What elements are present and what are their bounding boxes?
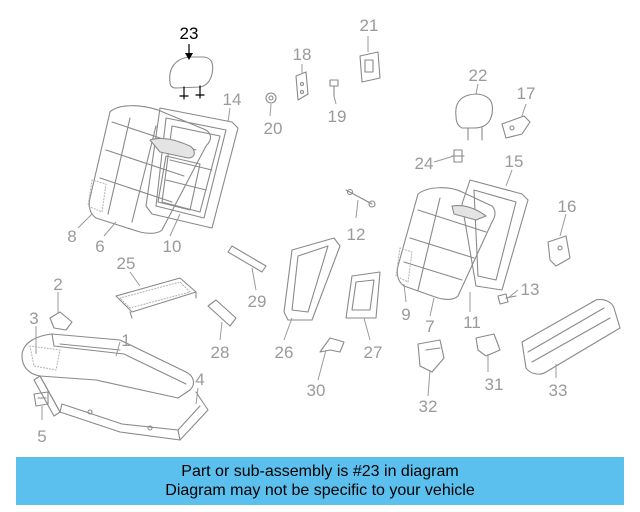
part-17-guide[interactable] [501,115,531,139]
part-18-bracket[interactable] [295,71,309,101]
callout-1[interactable]: 1 [121,331,130,350]
part-27-back-panel[interactable] [345,271,381,319]
callout-20[interactable]: 20 [264,119,283,138]
part-26-frame-panel[interactable] [283,237,341,321]
part-25-pad[interactable] [115,277,197,319]
callout-11[interactable]: 11 [463,313,481,332]
part-13-screw[interactable] [497,293,517,305]
part-22-headrest-right[interactable] [455,93,494,141]
part-21-latch[interactable] [359,51,381,83]
callout-31[interactable]: 31 [485,375,504,394]
callout-21[interactable]: 21 [360,16,379,35]
callout-18[interactable]: 18 [293,45,312,64]
callout-12[interactable]: 12 [347,225,366,244]
banner-line-1: Part or sub-assembly is #23 in diagram [181,463,459,480]
callout-33[interactable]: 33 [549,381,568,400]
banner-line-2: Diagram may not be specific to your vehi… [165,482,475,499]
callout-9[interactable]: 9 [401,305,410,324]
callout-3[interactable]: 3 [29,309,38,328]
part-23-headrest-highlighted[interactable] [169,56,214,100]
part-31-latch[interactable] [475,333,501,357]
part-20-grommet[interactable] [265,92,277,104]
part-16-clip[interactable] [547,235,571,267]
part-29-trim-strip[interactable] [227,245,267,273]
callout-8[interactable]: 8 [67,227,76,246]
callout-23[interactable]: 23 [180,24,199,43]
part-32-hinge[interactable] [417,339,445,373]
callout-10[interactable]: 10 [163,237,182,256]
part-6-seatback-cushion-left[interactable] [87,105,212,234]
callout-32[interactable]: 32 [419,397,438,416]
part-10-seatback-panel[interactable] [157,155,201,211]
callout-15[interactable]: 15 [505,152,524,171]
callout-24[interactable]: 24 [415,154,434,173]
callout-27[interactable]: 27 [364,343,383,362]
info-banner: Part or sub-assembly is #23 in diagram D… [16,457,624,505]
callout-25[interactable]: 25 [117,254,136,273]
callout-14[interactable]: 14 [223,90,242,109]
callout-5[interactable]: 5 [37,427,46,446]
part-28-cover[interactable] [207,299,237,327]
callout-13[interactable]: 13 [521,280,540,299]
callout-4[interactable]: 4 [195,370,204,389]
part-12-bolt[interactable] [345,188,376,208]
part-33-armrest[interactable] [521,298,621,375]
callout-6[interactable]: 6 [95,237,104,256]
part-30-bracket[interactable] [319,337,345,353]
leader-lines [35,36,567,420]
part-3-seat-base[interactable] [33,375,61,417]
callout-16[interactable]: 16 [558,197,577,216]
callout-30[interactable]: 30 [307,381,326,400]
callout-26[interactable]: 26 [275,343,294,362]
part-1-seat-cushion[interactable] [21,333,195,399]
part-7-seatback-cushion-right[interactable] [395,187,496,300]
callout-7[interactable]: 7 [425,317,434,336]
part-19-bolt[interactable] [329,79,339,97]
part-15-seatback-frame-right[interactable] [461,179,529,291]
callout-17[interactable]: 17 [517,84,536,103]
callout-28[interactable]: 28 [211,343,230,362]
callout-labels: 23 14 20 18 19 21 22 17 24 15 12 16 13 2… [29,16,576,446]
part-2-hinge-cover[interactable] [49,311,73,331]
part-5-clip[interactable] [33,391,49,407]
callout-29[interactable]: 29 [248,292,267,311]
callout-19[interactable]: 19 [328,107,347,126]
callout-22[interactable]: 22 [469,66,488,85]
callout-2[interactable]: 2 [53,275,62,294]
